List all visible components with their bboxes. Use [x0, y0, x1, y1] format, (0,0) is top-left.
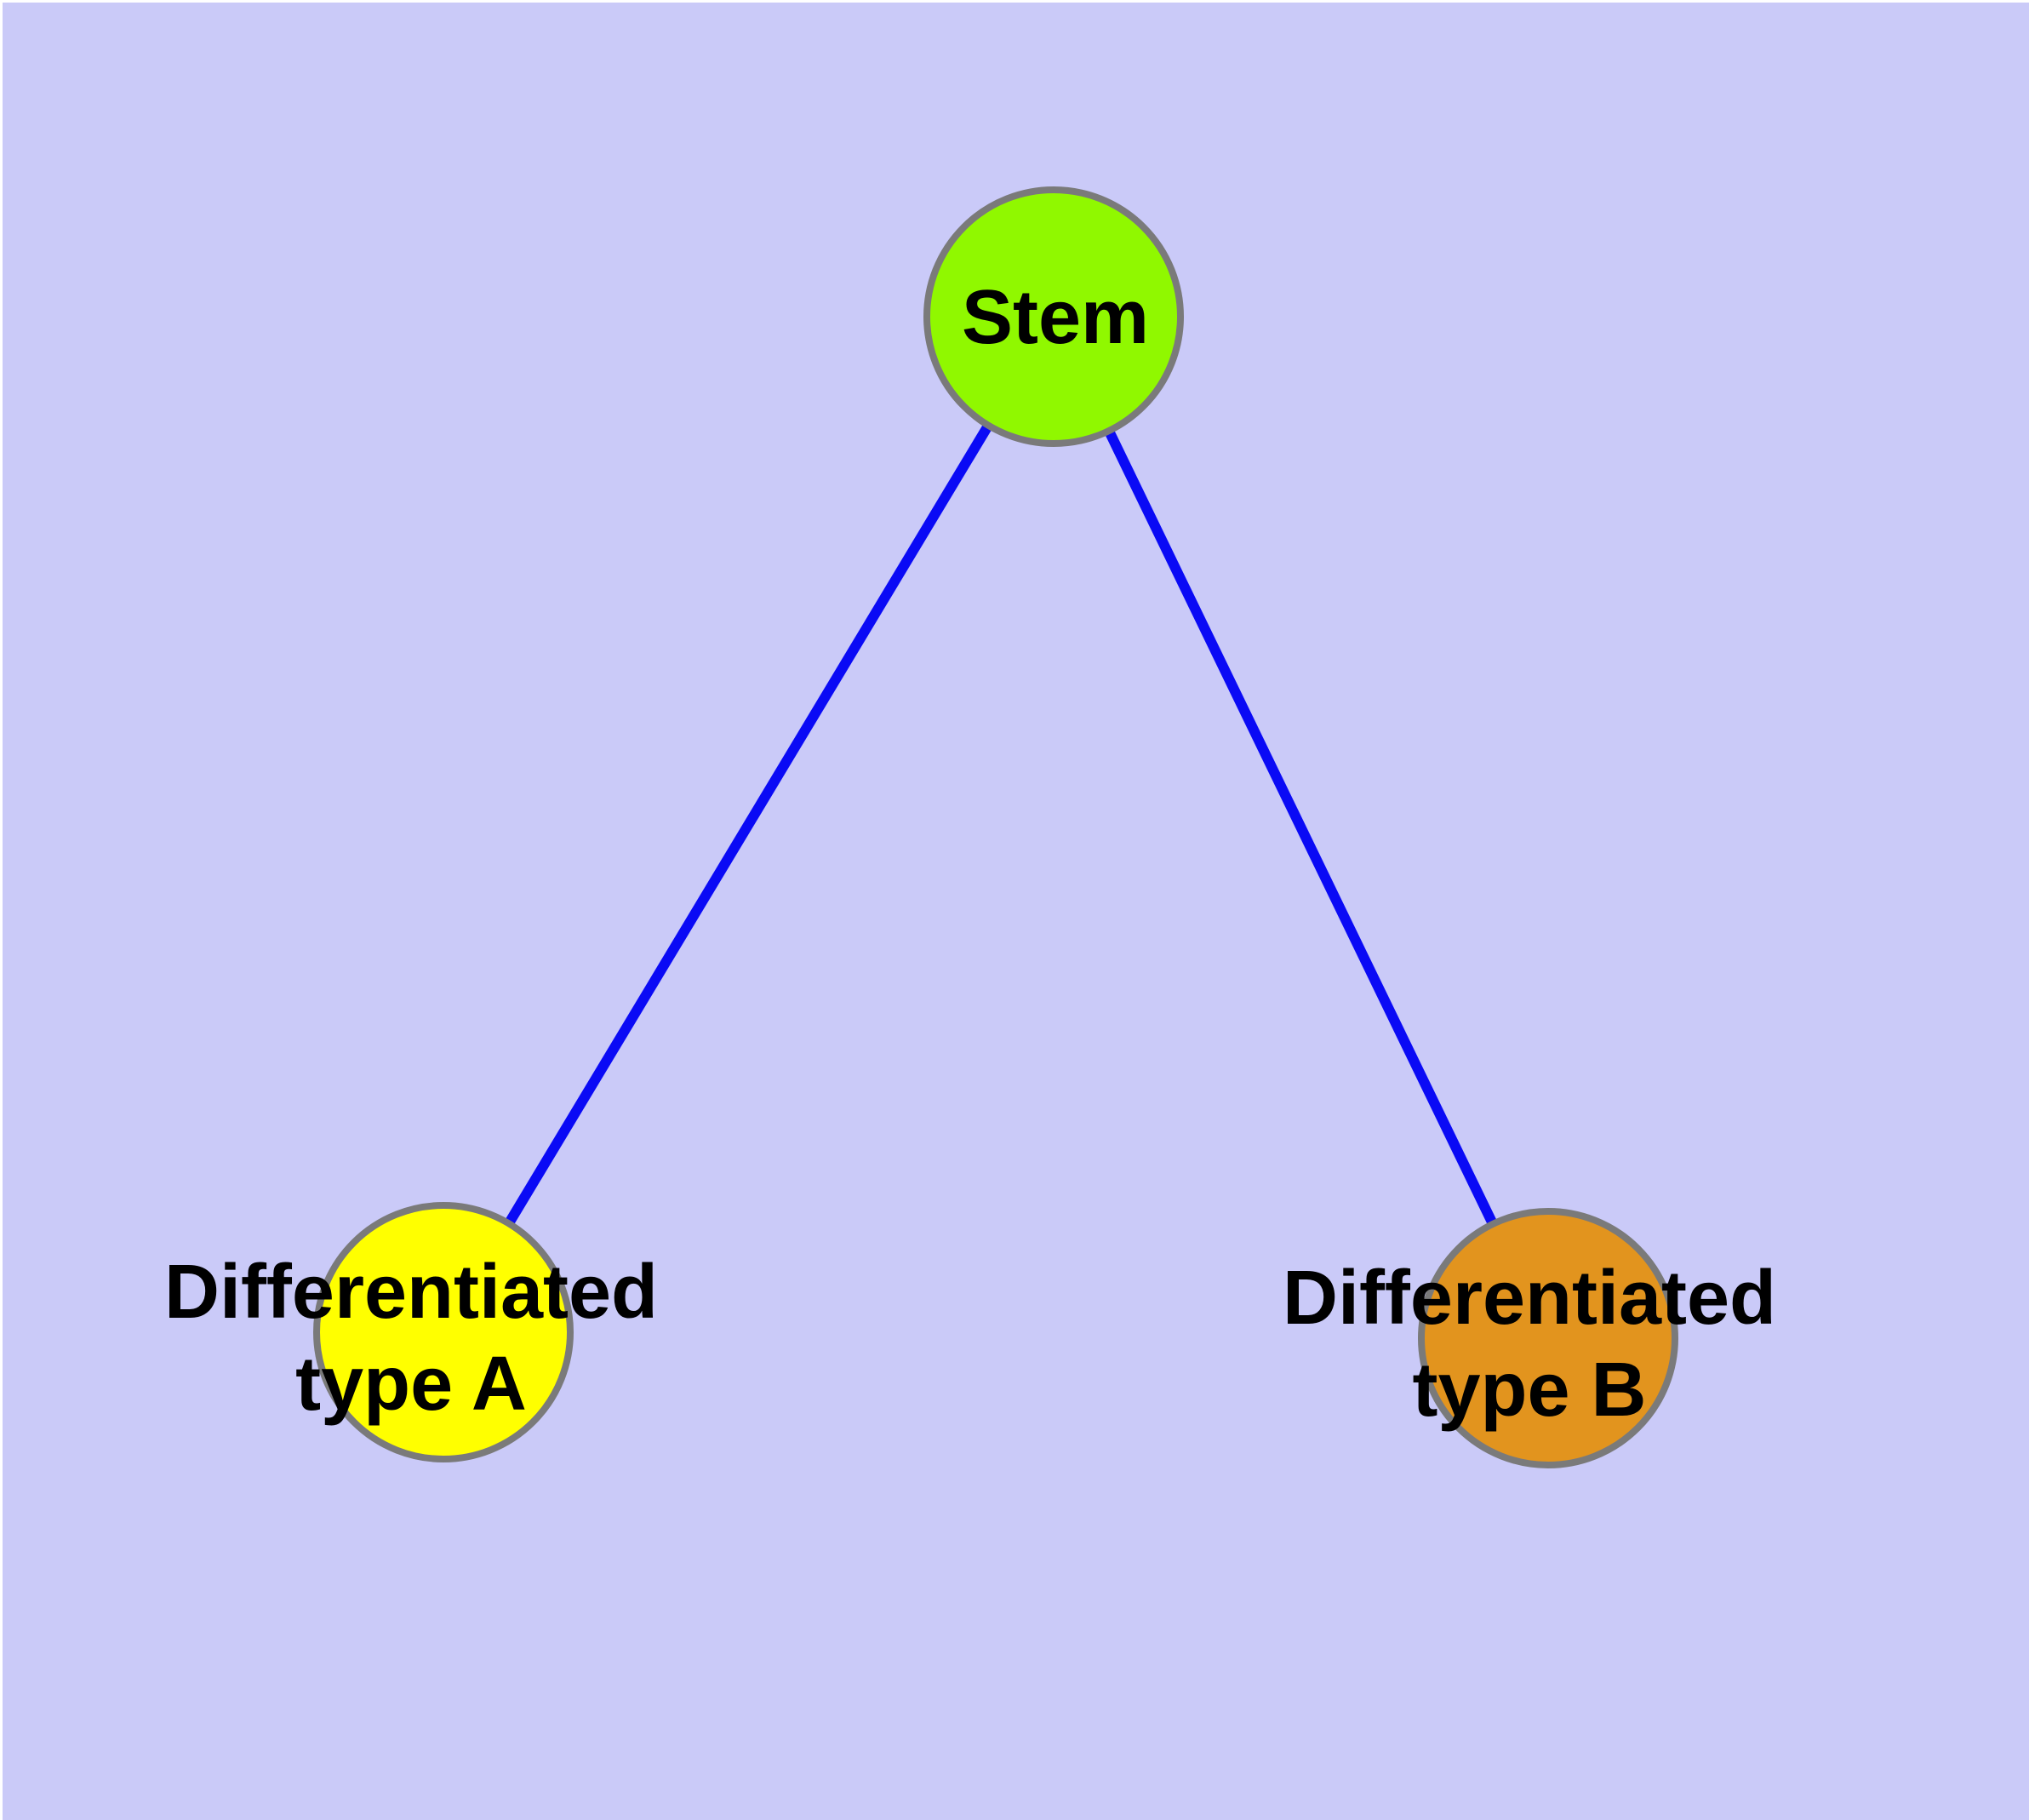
node-differentiated-type-b	[1418, 1208, 1678, 1468]
node-type-a-label-line2: type A	[295, 1342, 527, 1427]
edge-stem-to-type-b	[1049, 314, 1553, 1341]
node-stem	[923, 186, 1184, 447]
edge-stem-to-type-a	[438, 313, 1059, 1336]
node-differentiated-type-a	[313, 1202, 574, 1462]
node-type-b-label-line1: Differentiated	[1283, 1256, 1776, 1341]
node-stem-label: Stem	[962, 275, 1149, 360]
node-type-a-label-line1: Differentiated	[164, 1250, 658, 1335]
node-type-b-label-line2: type B	[1412, 1348, 1646, 1433]
